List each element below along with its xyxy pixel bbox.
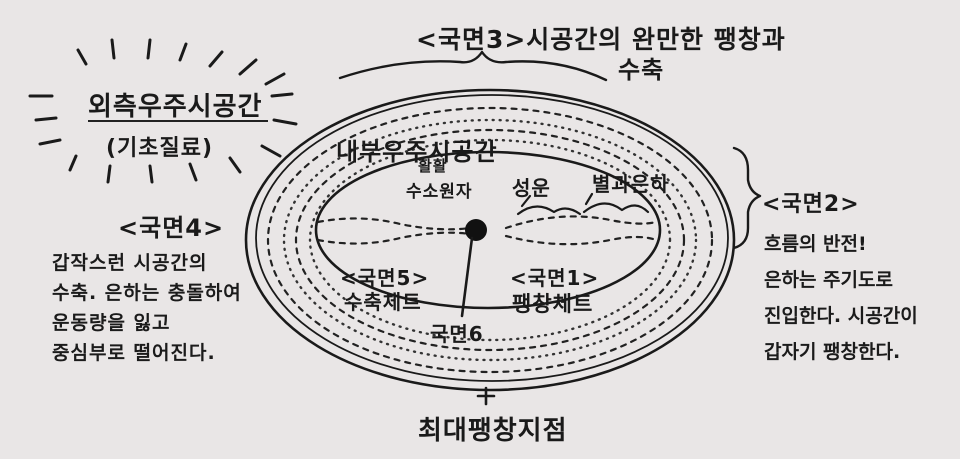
stars-galaxies-label: 별과은하 [592, 172, 670, 196]
phase2-label: <국면2> [762, 192, 860, 217]
outer-ellipse [244, 88, 736, 392]
right-brace [732, 146, 762, 250]
phase1-label: <국면1> [510, 266, 600, 290]
phase6-label: 국면6 [430, 322, 484, 346]
outer-space-underline [88, 120, 268, 122]
max-expansion-marker [476, 386, 496, 406]
band-dashed-2 [294, 128, 686, 352]
phase6-line [460, 236, 474, 318]
phase3-subtitle: 수축 [618, 56, 665, 84]
ray-strokes [28, 38, 298, 184]
phase4-line-4: 중심부로 떨어진다. [52, 342, 216, 364]
hydrogen-label: 수소원자 [406, 182, 473, 202]
phase4-description: 갑작스런 시공간의 수축. 은하는 충돌하여 운동량을 잃고 중심부로 떨어진다… [52, 248, 292, 368]
band-dashed-1 [266, 106, 714, 374]
phase4-label: <국면4> [118, 214, 225, 242]
phase1-sublabel: 팽창체트 [512, 292, 594, 316]
band-dotted-2 [308, 138, 672, 342]
wavy-arms [316, 215, 658, 246]
top-brace [338, 50, 608, 82]
phase4-line-1: 갑작스런 시공간의 [52, 252, 208, 274]
phase5-label: <국면5> [340, 266, 430, 290]
nebula-waves [516, 192, 650, 216]
phase2-line-2: 은하는 주기도로 [764, 269, 893, 291]
outer-space-label: 외측우주시공간 [88, 92, 263, 122]
nebula-label: 성운 [512, 176, 551, 200]
max-expansion-label: 최대팽창지점 [418, 416, 568, 446]
phase4-line-3: 운동량을 잃고 [52, 312, 171, 334]
phase2-description: 흐름의 반전! 은하는 주기도로 진입한다. 시공간이 갑자기 팽창한다. [764, 226, 954, 370]
hot-gas-label: 활활 [418, 157, 448, 175]
phase2-line-3: 진입한다. 시공간이 [764, 305, 918, 327]
band-dotted-1 [282, 118, 698, 362]
center-point [465, 219, 487, 241]
phase2-line-1: 흐름의 반전! [764, 233, 867, 255]
phase5-sublabel: 수축체트 [344, 290, 422, 314]
inner-ellipse [314, 150, 662, 310]
inner-space-label: 내부우주시공간 [336, 138, 498, 166]
phase2-line-4: 갑자기 팽창한다. [764, 341, 901, 363]
outer-space-sublabel: (기초질료) [106, 136, 214, 161]
phase4-line-2: 수축. 은하는 충돌하여 [52, 282, 242, 304]
phase3-title: <국면3>시공간의 완만한 팽창과 [416, 25, 786, 54]
